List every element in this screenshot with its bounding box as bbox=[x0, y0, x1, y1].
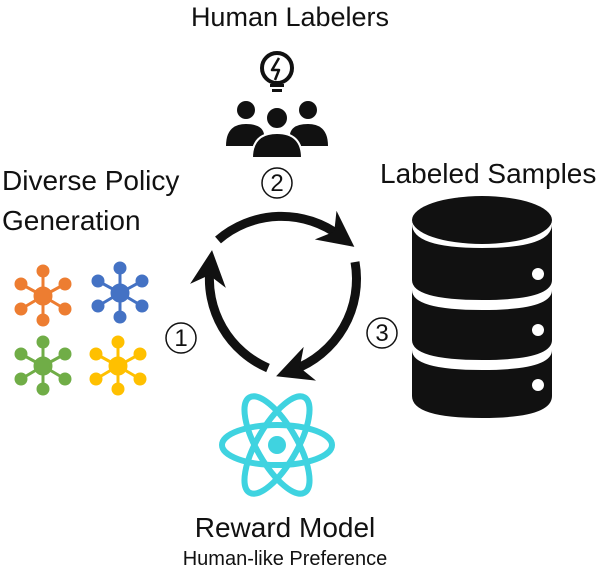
step-1-marker: 1 bbox=[165, 322, 197, 354]
network-yellow-icon bbox=[89, 335, 147, 396]
step-3-marker: 3 bbox=[366, 317, 398, 349]
svg-text:1: 1 bbox=[174, 325, 187, 352]
svg-text:2: 2 bbox=[270, 170, 283, 197]
svg-text:3: 3 bbox=[375, 320, 388, 347]
arrow-to-policies bbox=[190, 250, 270, 373]
reward-model-label: Reward Model bbox=[194, 512, 376, 543]
people-with-lightbulb-icon bbox=[226, 51, 328, 159]
network-orange-icon bbox=[14, 264, 72, 327]
labeled-samples-label: Labeled Samples bbox=[380, 158, 597, 189]
atom-icon bbox=[219, 393, 335, 497]
arrow-to-samples bbox=[215, 210, 355, 247]
lightbulb-icon bbox=[260, 51, 294, 92]
policy-label-line2: Generation bbox=[2, 205, 141, 236]
network-blue-icon bbox=[91, 261, 149, 324]
human-labelers-label: Human Labelers bbox=[190, 2, 390, 32]
network-green-icon bbox=[14, 335, 72, 396]
cycle-arrows bbox=[190, 210, 361, 381]
people-icon bbox=[226, 101, 328, 159]
arrow-to-reward bbox=[276, 261, 361, 381]
reward-model-subtitle: Human-like Preference bbox=[182, 548, 388, 570]
step-2-marker: 2 bbox=[261, 167, 293, 199]
database-icon bbox=[412, 196, 552, 418]
policy-label-line1: Diverse Policy bbox=[2, 165, 180, 196]
